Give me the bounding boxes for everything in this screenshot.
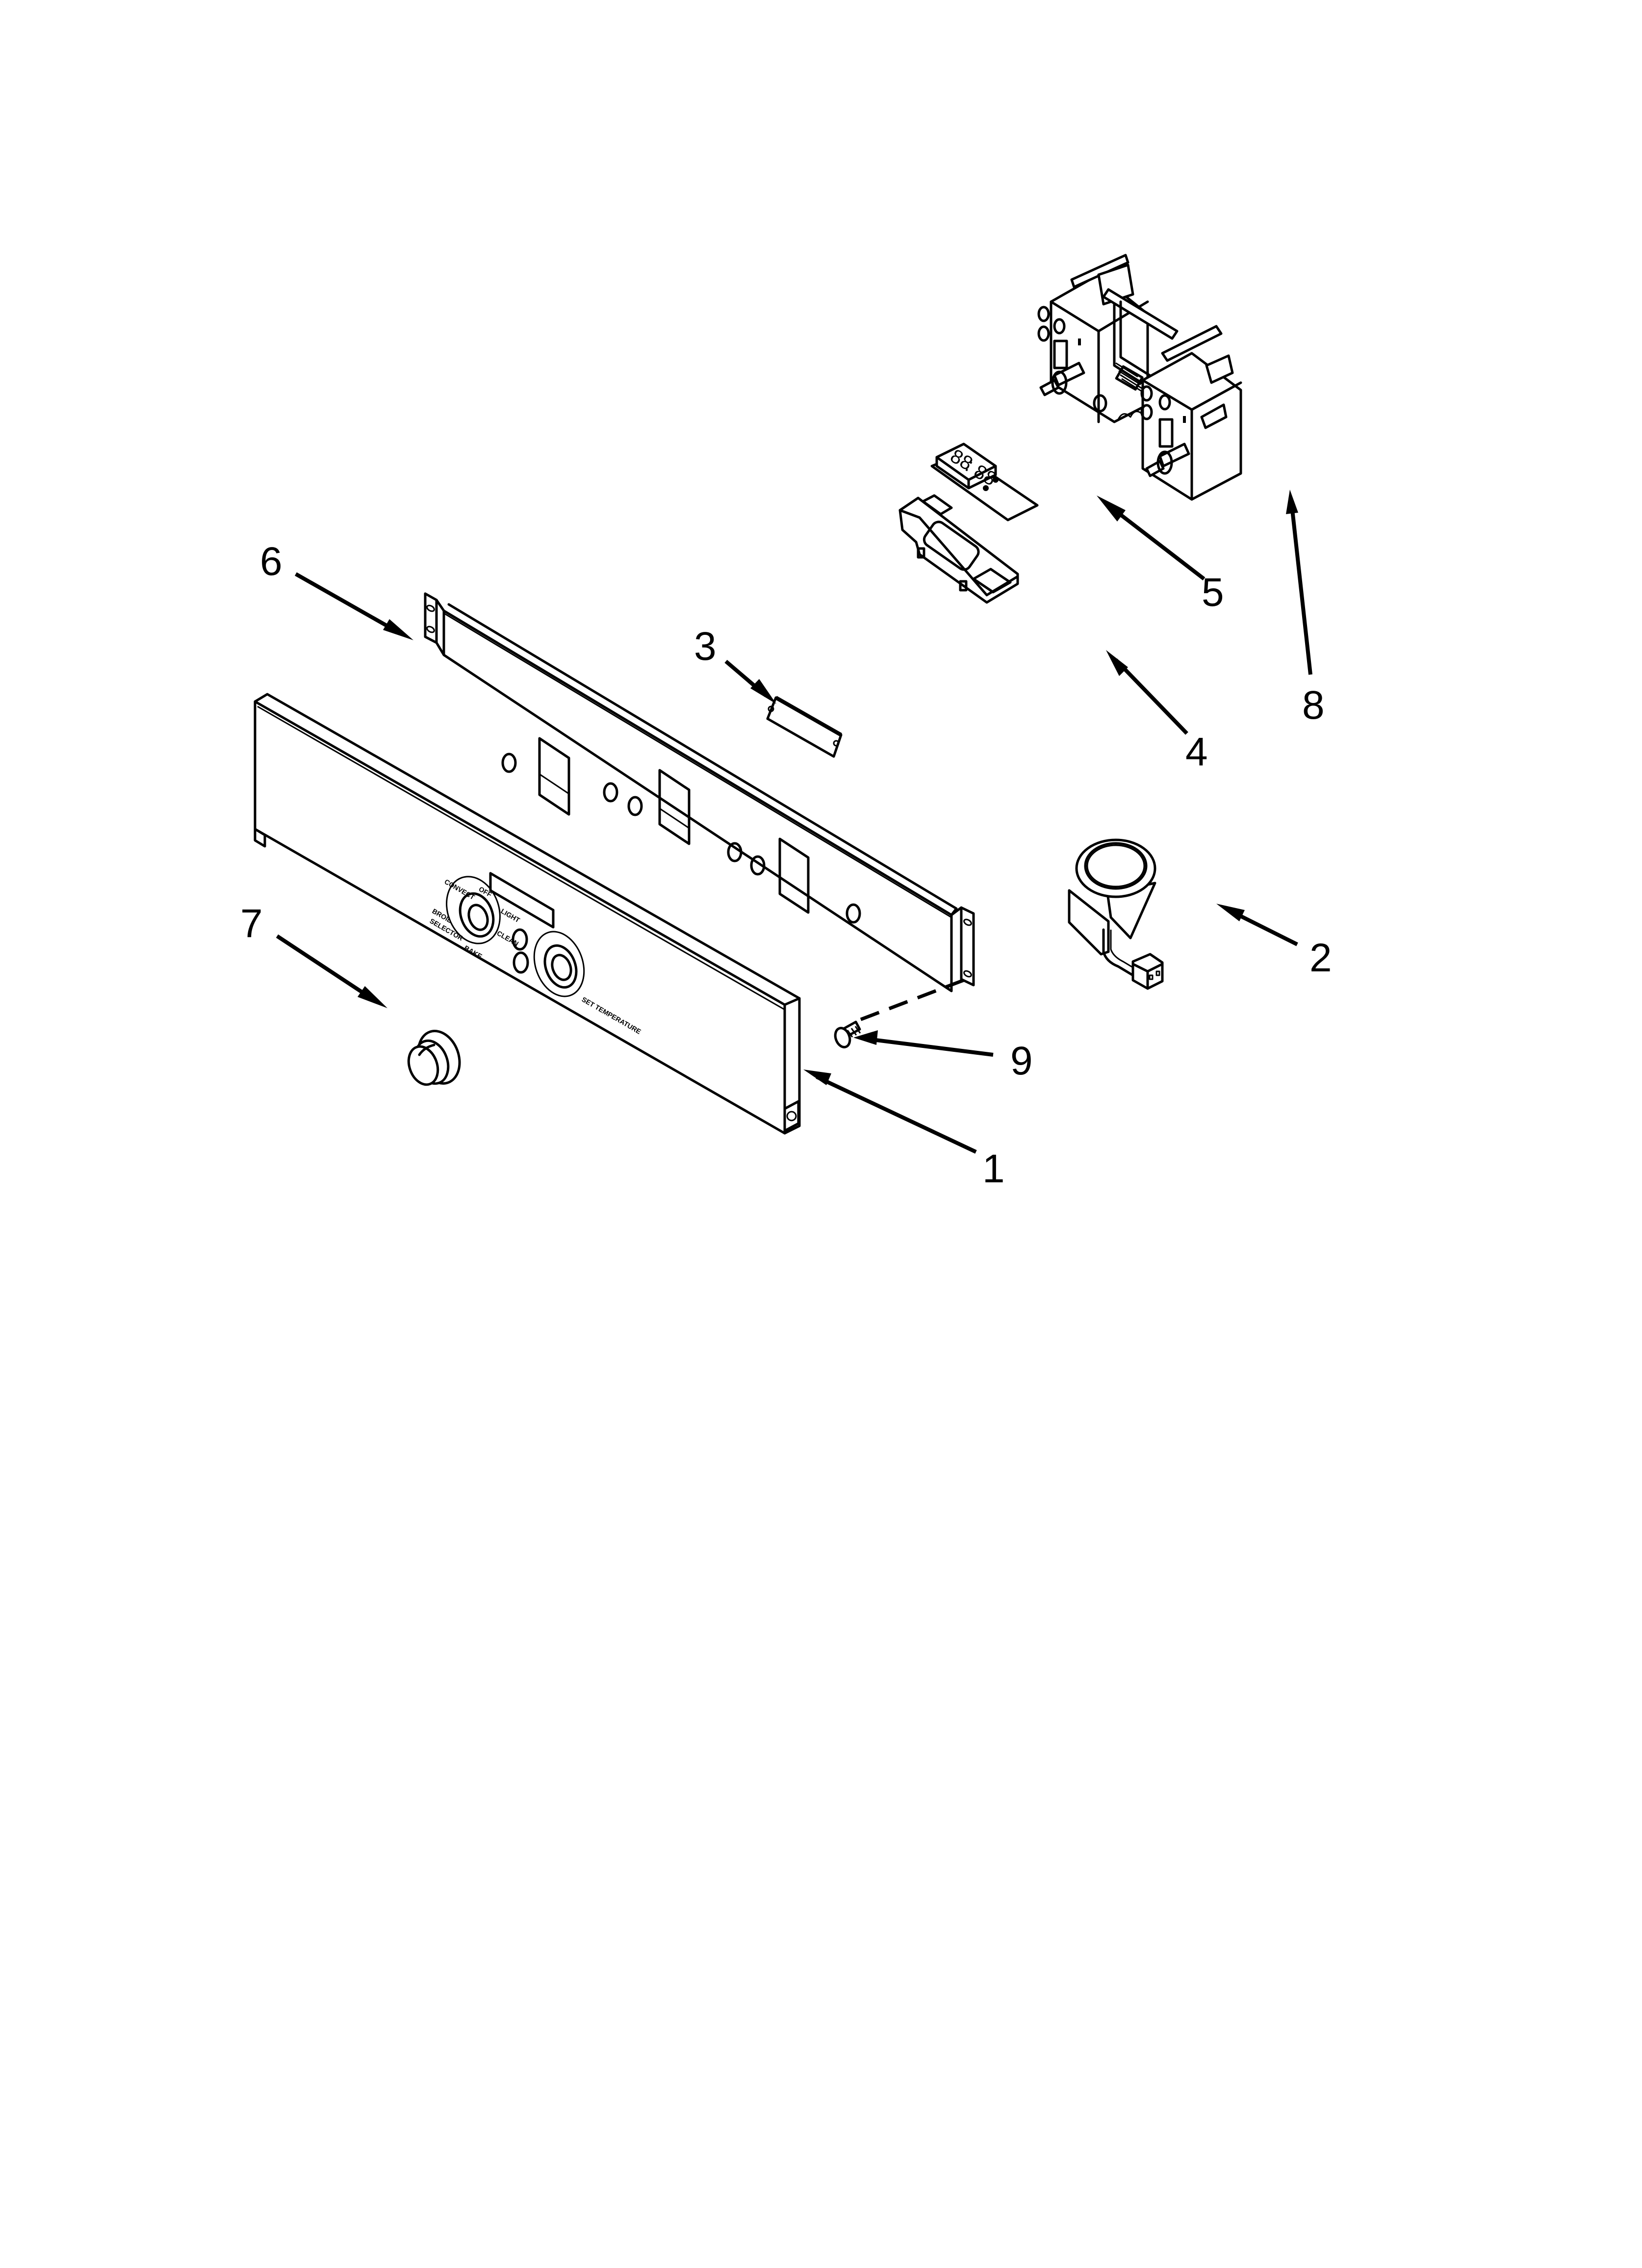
callout-2: 2 xyxy=(1216,904,1332,980)
part-5-display-board[interactable]: 88 : 88 xyxy=(930,443,1039,521)
part-7-knob[interactable] xyxy=(404,1025,466,1090)
callout-8: 8 xyxy=(1286,490,1325,728)
part-2-switch-sensor[interactable] xyxy=(1068,838,1164,990)
callout-9: 9 xyxy=(853,1030,1033,1083)
callout-6: 6 xyxy=(260,539,413,640)
callout-5: 5 xyxy=(1097,495,1224,615)
callout-3: 3 xyxy=(694,624,776,704)
callout-label-9: 9 xyxy=(1010,1039,1033,1083)
part-3-plate[interactable] xyxy=(766,696,843,758)
cancel-button[interactable] xyxy=(513,951,529,974)
callout-label-4: 4 xyxy=(1185,730,1208,774)
callout-label-3: 3 xyxy=(694,624,717,669)
callout-label-1: 1 xyxy=(982,1147,1005,1191)
callout-label-7: 7 xyxy=(240,901,263,946)
callout-label-5: 5 xyxy=(1202,570,1224,615)
callout-label-8: 8 xyxy=(1302,683,1325,728)
callout-1: 1 xyxy=(803,1069,1005,1191)
part-9-screw[interactable] xyxy=(833,978,965,1049)
start-button[interactable] xyxy=(512,928,528,951)
callout-4: 4 xyxy=(1106,650,1208,774)
part-4-display-bracket[interactable] xyxy=(898,494,1019,604)
part-6-mounting-bracket[interactable] xyxy=(424,592,975,992)
callout-label-6: 6 xyxy=(260,539,282,584)
callout-7: 7 xyxy=(240,901,387,1008)
part-8-dual-switch-assembly[interactable] xyxy=(1037,254,1242,501)
part-1-control-panel[interactable]: CONVECT OFF BROIL BAKE LIGHT SELECTOR CL… xyxy=(254,693,801,1135)
callout-label-2: 2 xyxy=(1309,936,1332,980)
knob-hole-icon xyxy=(501,753,861,924)
